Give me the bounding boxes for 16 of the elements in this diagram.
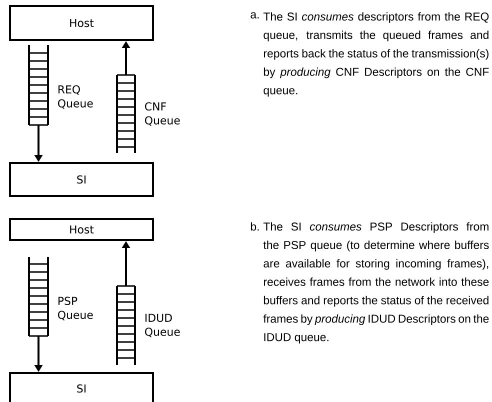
process-box: Host xyxy=(9,5,154,41)
queue-label: REQ Queue xyxy=(58,85,93,109)
item-letter: b. xyxy=(250,222,259,231)
queue-icon xyxy=(116,74,136,154)
queue-icon xyxy=(28,256,49,337)
process-box: Host xyxy=(9,218,154,241)
queue-icon xyxy=(28,44,49,126)
queue-label: PSP Queue xyxy=(58,296,93,320)
description-text: The SI consumes descriptors from the REQ queue, transmits the queued frames and reports back the status of the transmission(s) by producing CNF Descriptors on the CNF queue. xyxy=(263,12,489,97)
process-box: SI xyxy=(9,162,154,197)
queue-icon xyxy=(116,285,136,366)
item-letter: a. xyxy=(250,12,259,18)
queue-label: IDUD Queue xyxy=(145,314,180,338)
queue-label: CNF Queue xyxy=(145,102,180,126)
process-box: SI xyxy=(9,372,154,402)
description-text: The SI consumes PSP Descriptors from the PSP queue (to determine where buffers are available for storing incoming frames), receives frames from the network into these buffers and reports the status of the received frames by producing IDUD Descriptors on the IDUD queue. xyxy=(263,222,489,344)
